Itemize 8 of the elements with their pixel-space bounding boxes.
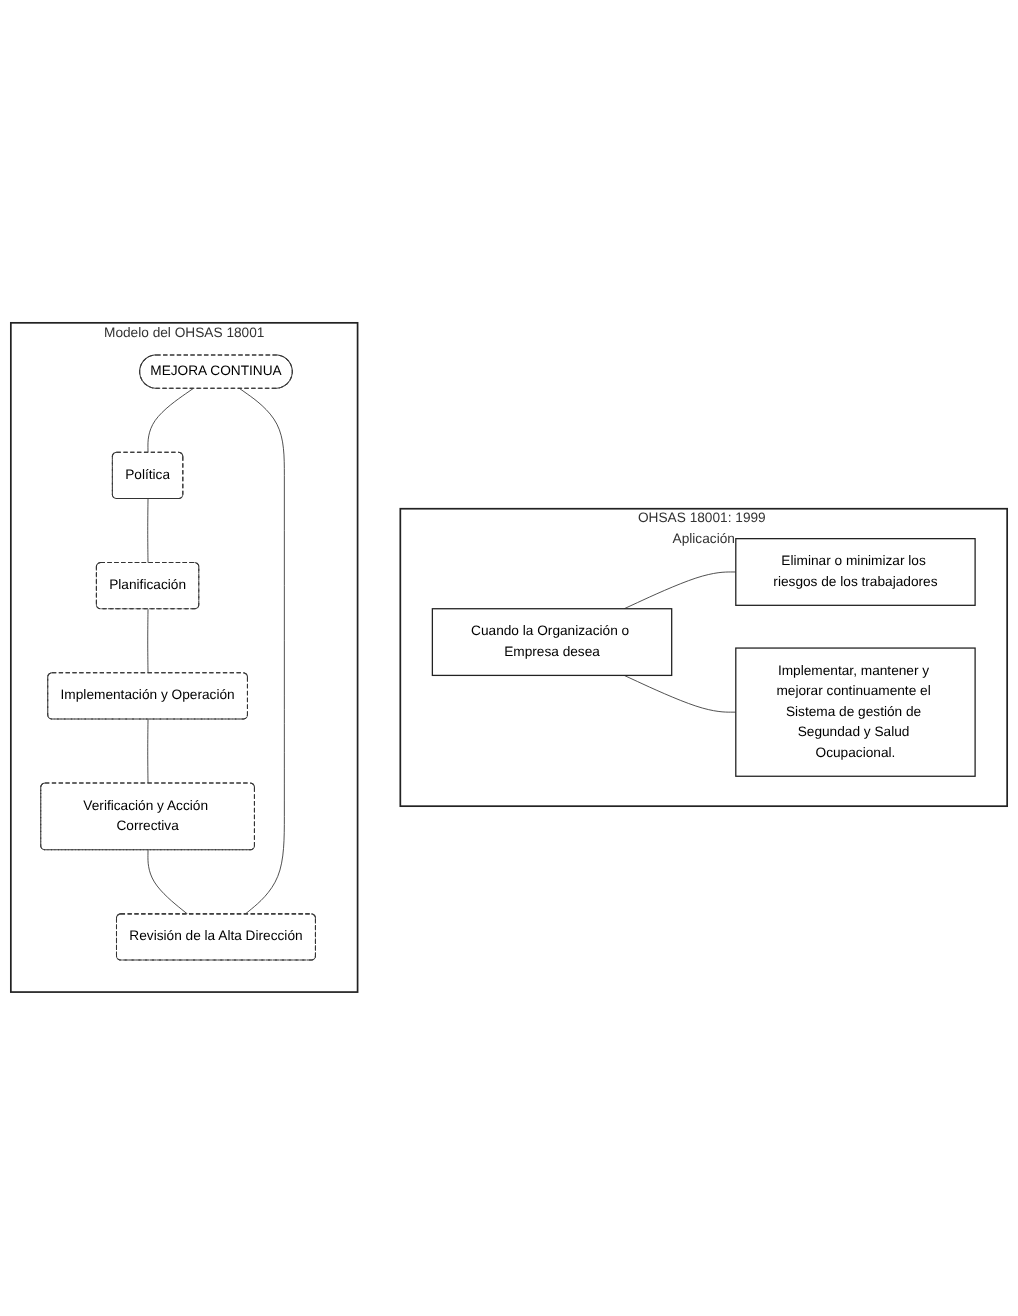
connector	[147, 499, 149, 564]
connector	[147, 609, 149, 675]
connector	[147, 719, 149, 785]
connector	[623, 572, 737, 610]
connector	[147, 388, 194, 454]
connector	[623, 675, 737, 714]
connector	[147, 850, 189, 916]
connector	[239, 388, 285, 916]
